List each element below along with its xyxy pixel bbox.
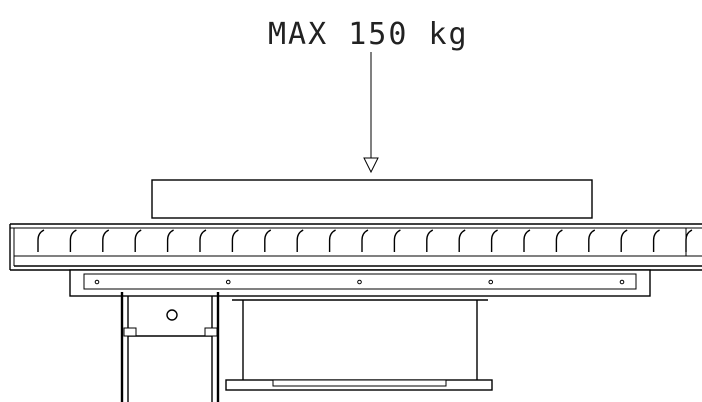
roller-8 <box>264 229 272 252</box>
leg-left-clamp <box>123 327 137 337</box>
conveyor-frame <box>9 223 702 271</box>
load-box <box>151 179 593 219</box>
roller-2 <box>69 229 77 252</box>
drive-unit <box>225 295 493 391</box>
roller-9 <box>296 229 304 252</box>
roller-1 <box>37 229 45 252</box>
fastener-2 <box>225 279 231 285</box>
roller-21 <box>685 229 693 252</box>
fastener-4 <box>488 279 494 285</box>
leg-right-clamp <box>204 327 218 337</box>
roller-17 <box>555 229 563 252</box>
support-leg <box>120 292 220 402</box>
fastener-1 <box>94 279 100 285</box>
roller-6 <box>199 229 207 252</box>
roller-group <box>37 229 693 252</box>
roller-16 <box>523 229 531 252</box>
roller-15 <box>490 229 498 252</box>
drive-base-slot <box>272 379 447 387</box>
roller-3 <box>102 229 110 252</box>
load-arrow <box>363 52 379 174</box>
roller-19 <box>620 229 628 252</box>
roller-7 <box>231 229 239 252</box>
max-load-label: MAX 150 kg <box>268 17 469 52</box>
leg-bolt-hole <box>166 309 178 321</box>
roller-5 <box>166 229 174 252</box>
roller-20 <box>652 229 660 252</box>
roller-14 <box>458 229 466 252</box>
load-arrow-head <box>363 157 379 174</box>
roller-11 <box>361 229 369 252</box>
roller-4 <box>134 229 142 252</box>
roller-18 <box>588 229 596 252</box>
fastener-group <box>94 279 625 285</box>
roller-12 <box>393 229 401 252</box>
roller-10 <box>328 229 336 252</box>
fastener-5 <box>619 279 625 285</box>
roller-13 <box>426 229 434 252</box>
fastener-3 <box>357 279 362 285</box>
